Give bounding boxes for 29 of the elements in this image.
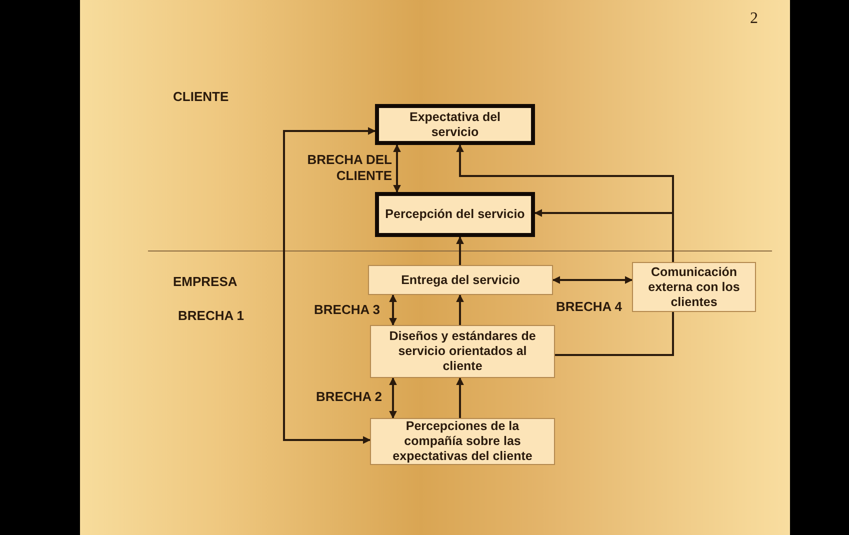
section-heading: CLIENTE — [173, 89, 229, 105]
arrow — [552, 276, 633, 284]
process-box — [370, 418, 555, 465]
box-text: Entrega del servicio — [401, 272, 520, 288]
box-text: Comunicación externa con los clientes — [647, 264, 741, 310]
arrow — [534, 209, 674, 262]
process-box — [632, 262, 756, 312]
process-box — [368, 265, 553, 295]
arrow — [456, 236, 464, 265]
arrow — [456, 294, 464, 325]
box-text: Percepciones de la compañía sobre las expectativas del cliente — [392, 419, 534, 464]
page-number: 2 — [750, 10, 758, 28]
process-box — [375, 104, 535, 145]
arrow — [389, 294, 397, 326]
edge-label: BRECHA 4 — [556, 299, 623, 315]
edge-label: BRECHA 3 — [313, 302, 380, 318]
process-box — [370, 325, 555, 378]
arrow — [389, 377, 397, 419]
edge-label: BRECHA 2 — [315, 389, 382, 405]
box-text: Percepción del servicio — [385, 207, 525, 222]
edge-label: BRECHA DEL CLIENTE — [306, 152, 392, 184]
box-text: Diseños y estándares de servicio orientados al cliente — [388, 329, 537, 374]
box-text: Expectativa del servicio — [408, 110, 502, 140]
arrow — [393, 144, 401, 193]
process-box — [375, 192, 535, 237]
gap-label: BRECHA 1 — [178, 308, 244, 324]
arrow — [456, 377, 464, 418]
section-heading: EMPRESA — [173, 274, 238, 290]
arrow — [283, 127, 376, 444]
